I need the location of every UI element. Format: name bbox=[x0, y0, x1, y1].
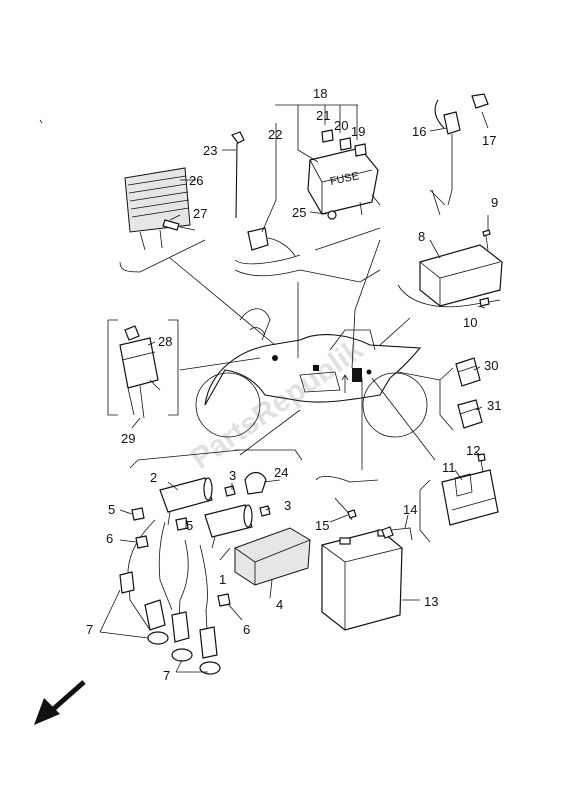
callout-8: 8 bbox=[418, 229, 425, 244]
callout-27: 27 bbox=[193, 206, 207, 221]
callout-13: 13 bbox=[424, 594, 438, 609]
ignition-switch bbox=[119, 325, 161, 419]
callout-31: 31 bbox=[487, 398, 501, 413]
callout-3: 3 bbox=[229, 468, 236, 483]
callout-17: 17 bbox=[482, 133, 496, 148]
cable-tie bbox=[231, 131, 245, 219]
callout-1: 1 bbox=[219, 572, 226, 587]
leader-lines bbox=[169, 189, 441, 470]
ignition-coil-1 bbox=[204, 504, 253, 549]
callout-7: 7 bbox=[86, 622, 93, 637]
callout-2: 2 bbox=[150, 470, 157, 485]
starter-relay bbox=[441, 453, 499, 526]
relay-31 bbox=[457, 399, 483, 429]
callout-15: 15 bbox=[315, 518, 329, 533]
ignition-coil-2 bbox=[159, 477, 213, 526]
spark-plug-caps bbox=[119, 571, 221, 675]
callout-20: 20 bbox=[334, 118, 348, 133]
ecu-unit bbox=[419, 229, 503, 307]
callout-16: 16 bbox=[412, 124, 426, 139]
motorcycle-outline bbox=[195, 308, 428, 438]
callout-9: 9 bbox=[491, 195, 498, 210]
callout-6: 6 bbox=[106, 531, 113, 546]
callout-23: 23 bbox=[203, 143, 217, 158]
callout-14: 14 bbox=[403, 502, 417, 517]
callout-5: 5 bbox=[186, 518, 193, 533]
callout-10: 10 bbox=[463, 315, 477, 330]
clamps bbox=[131, 471, 271, 607]
callout-30: 30 bbox=[484, 358, 498, 373]
callout-22: 22 bbox=[268, 127, 282, 142]
callout-25: 25 bbox=[292, 205, 306, 220]
fuse-box-label: FUSE bbox=[329, 170, 360, 188]
callout-4: 4 bbox=[276, 597, 283, 612]
battery bbox=[321, 497, 413, 631]
coil-cover bbox=[234, 527, 311, 586]
callout-11: 11 bbox=[442, 460, 456, 475]
callout-29: 29 bbox=[121, 431, 135, 446]
regulator-rectifier bbox=[124, 167, 196, 251]
callout-numbers: 1 2 3 3 4 5 5 6 6 7 7 8 9 10 11 12 13 14… bbox=[86, 86, 501, 683]
watermark: PartsRepublik bbox=[185, 333, 369, 476]
callout-18: 18 bbox=[313, 86, 327, 101]
coil-wires bbox=[127, 519, 209, 651]
callout-leaders bbox=[99, 111, 489, 673]
sensor-16-17 bbox=[429, 93, 489, 206]
fuse-box: FUSE bbox=[307, 129, 381, 220]
callout-26: 26 bbox=[189, 173, 203, 188]
callout-5: 5 bbox=[108, 502, 115, 517]
callout-21: 21 bbox=[316, 108, 330, 123]
watermark-text: PartsRepublik bbox=[185, 333, 369, 476]
callout-6: 6 bbox=[243, 622, 250, 637]
callout-24: 24 bbox=[274, 465, 288, 480]
front-direction-arrow bbox=[34, 680, 86, 725]
group-brackets bbox=[107, 227, 501, 543]
speck bbox=[39, 119, 43, 124]
callout-19: 19 bbox=[351, 124, 365, 139]
callout-12: 12 bbox=[466, 443, 480, 458]
callout-3: 3 bbox=[284, 498, 291, 513]
callout-7: 7 bbox=[163, 668, 170, 683]
relay-30 bbox=[455, 357, 481, 387]
callout-18-bracket bbox=[275, 104, 358, 163]
connector-22 bbox=[247, 123, 296, 257]
callout-28: 28 bbox=[158, 334, 172, 349]
